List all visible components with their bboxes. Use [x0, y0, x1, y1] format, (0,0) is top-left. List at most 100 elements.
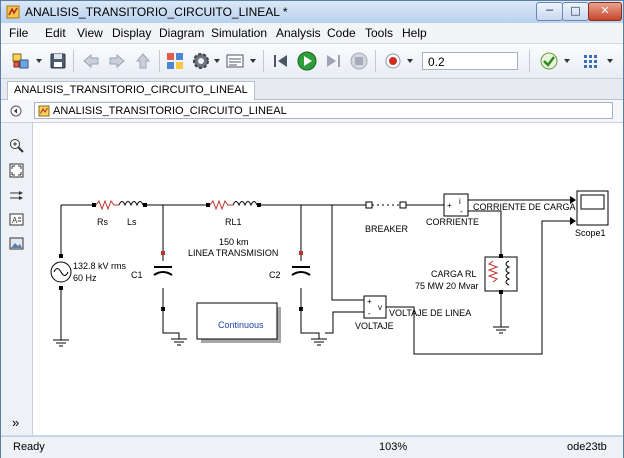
- model-advisor-button[interactable]: [539, 51, 559, 71]
- breaker-block[interactable]: [365, 201, 407, 209]
- menu-diagram[interactable]: Diagram: [159, 26, 205, 40]
- signal-arrowhead: [570, 196, 576, 225]
- voltage-measurement-block[interactable]: + - v: [363, 295, 387, 319]
- step-back-icon: [274, 55, 287, 67]
- library-browser-button[interactable]: [11, 51, 31, 71]
- tiles-icon: [584, 55, 597, 68]
- settings-button[interactable]: [191, 51, 211, 71]
- diagram-canvas[interactable]: 132.8 kV rms 60 Hz Rs Ls C1: [33, 123, 623, 435]
- cm-i-label: i: [459, 197, 461, 206]
- source-voltage-label: 132.8 kV rms: [73, 261, 127, 271]
- voltage-measure-wire: [325, 205, 364, 334]
- menu-display[interactable]: Display: [112, 26, 152, 40]
- toolbar-separator: [263, 50, 264, 72]
- forward-button[interactable]: [107, 51, 127, 71]
- corriente-label: CORRIENTE: [426, 217, 479, 227]
- window-title: ANALISIS_TRANSITORIO_CIRCUITO_LINEAL *: [25, 5, 288, 19]
- c1-capacitor[interactable]: [153, 251, 173, 311]
- current-signal-label: CORRIENTE DE CARGA: [473, 202, 576, 212]
- annotation-button[interactable]: A: [9, 212, 24, 227]
- check-icon: [540, 52, 558, 70]
- step-forward-icon: [327, 55, 340, 67]
- status-ready: Ready: [13, 441, 45, 453]
- toolbar-separator: [529, 50, 530, 72]
- left-palette: A »: [1, 123, 33, 435]
- cm-plus-label: +: [447, 201, 452, 210]
- menu-help[interactable]: Help: [402, 26, 427, 40]
- close-button[interactable]: ✕: [588, 2, 622, 21]
- voltage-signal-label: VOLTAJE DE LINEA: [389, 308, 471, 318]
- scope-block[interactable]: [576, 190, 609, 226]
- svg-text:A: A: [12, 216, 18, 225]
- current-measurement-block[interactable]: + i -: [443, 193, 469, 217]
- status-solver[interactable]: ode23tb: [567, 441, 607, 453]
- ground-symbol: [53, 334, 69, 347]
- minimize-icon: ─: [546, 4, 553, 17]
- menu-simulation[interactable]: Simulation: [211, 26, 268, 40]
- step-forward-button[interactable]: [323, 51, 343, 71]
- menu-file[interactable]: File: [9, 26, 29, 40]
- maximize-button[interactable]: □: [562, 2, 589, 21]
- c2-capacitor[interactable]: [291, 251, 311, 311]
- fit-view-button[interactable]: [9, 163, 24, 178]
- rl-load-block[interactable]: [484, 254, 518, 294]
- rs-ls-series-branch[interactable]: [92, 199, 147, 211]
- ac-voltage-source[interactable]: [50, 254, 72, 290]
- model-explorer-button[interactable]: [165, 51, 185, 71]
- voltage-signal-line: [386, 220, 574, 355]
- save-button[interactable]: [48, 51, 68, 71]
- model-config-button[interactable]: [225, 51, 245, 71]
- tiles-dropdown-icon[interactable]: [607, 59, 613, 63]
- c2-label: C2: [269, 270, 281, 280]
- simulink-app-icon: [6, 5, 20, 19]
- step-back-button[interactable]: [271, 51, 291, 71]
- image-button[interactable]: [9, 236, 24, 251]
- title-bar[interactable]: ANALISIS_TRANSITORIO_CIRCUITO_LINEAL * ─…: [1, 1, 623, 23]
- record-dropdown-icon[interactable]: [407, 59, 413, 63]
- zoom-button[interactable]: [9, 138, 24, 153]
- advisor-dropdown-icon[interactable]: [564, 59, 570, 63]
- menu-view[interactable]: View: [77, 26, 103, 40]
- config-dropdown-icon[interactable]: [250, 59, 256, 63]
- status-zoom: 103%: [379, 441, 408, 453]
- menu-tools[interactable]: Tools: [365, 26, 394, 40]
- ground-symbol: [171, 338, 187, 346]
- record-icon: [385, 53, 401, 69]
- line-name-label: LINEA TRANSMISION: [188, 248, 278, 258]
- menu-code[interactable]: Code: [327, 26, 356, 40]
- tiles-button[interactable]: [582, 51, 602, 71]
- library-dropdown-icon[interactable]: [36, 59, 42, 63]
- menu-analysis[interactable]: Analysis: [276, 26, 321, 40]
- menu-edit[interactable]: Edit: [45, 26, 66, 40]
- minimize-button[interactable]: ─: [536, 2, 563, 21]
- arrow-icon: [10, 191, 23, 200]
- up-button[interactable]: [133, 51, 153, 71]
- powergui-block[interactable]: [196, 302, 281, 343]
- ground-symbol: [311, 338, 327, 346]
- tab-model[interactable]: ANALISIS_TRANSITORIO_CIRCUITO_LINEAL: [7, 81, 255, 100]
- load-rating-label: 75 MW 20 Mvar: [415, 281, 479, 291]
- arrow-button[interactable]: [9, 188, 24, 203]
- settings-gear-icon: [193, 53, 209, 69]
- toolbar: 0.2: [1, 44, 623, 79]
- stop-time-input[interactable]: 0.2: [422, 52, 518, 70]
- record-button[interactable]: [383, 51, 403, 71]
- forward-icon: [109, 53, 125, 69]
- rl1-label: RL1: [225, 217, 242, 227]
- model-icon: [38, 105, 50, 117]
- model-path-breadcrumb[interactable]: ANALISIS_TRANSITORIO_CIRCUITO_LINEAL: [34, 102, 613, 119]
- annotation-icon: A: [9, 213, 24, 226]
- rl1-line-branch[interactable]: [206, 199, 261, 211]
- stop-button[interactable]: [349, 51, 369, 71]
- source-frequency-label: 60 Hz: [73, 273, 97, 283]
- line-length-label: 150 km: [219, 237, 249, 247]
- expand-palette-icon[interactable]: »: [12, 415, 20, 430]
- back-button[interactable]: [81, 51, 101, 71]
- voltaje-label: VOLTAJE: [355, 321, 394, 331]
- settings-dropdown-icon[interactable]: [214, 59, 220, 63]
- load-wire: [468, 210, 502, 321]
- run-button[interactable]: [297, 51, 317, 71]
- cm-minus-label: -: [460, 207, 463, 216]
- hide-browser-icon[interactable]: [10, 105, 22, 117]
- fit-view-icon: [9, 163, 24, 178]
